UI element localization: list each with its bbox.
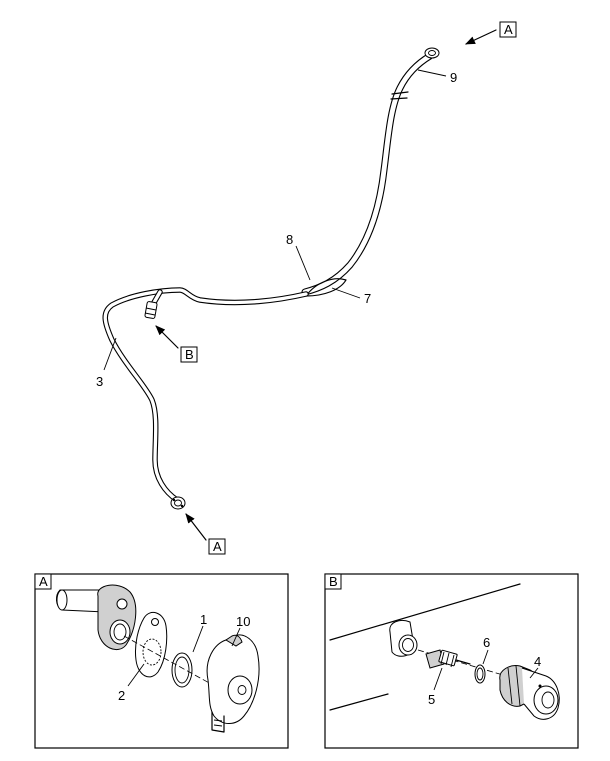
clamp-7 [305,278,347,297]
detail-a-pipe [56,589,109,613]
hose-8 [301,47,440,296]
o-ring-6 [474,664,486,684]
svg-text:A: A [213,539,222,554]
tube-end-fitting [170,496,186,510]
callout-1: 1 [200,612,207,627]
callout-5: 5 [428,692,435,707]
detail-panel-a: A [34,573,289,749]
switch-fitting [144,301,158,319]
view-ref-mid-left: B [155,325,198,363]
view-ref-bottom: A [185,513,226,555]
sensor-10 [206,634,260,733]
callout-6: 6 [483,635,490,650]
callout-9: 9 [450,70,457,85]
hose-end-fitting [424,47,440,59]
callout-10: 10 [236,614,250,629]
main-callouts: 9 8 7 3 [96,69,457,389]
detail-a-flange [97,584,137,650]
pressure-switch-4 [499,665,560,720]
callout-7: 7 [364,291,371,306]
gasket-2 [135,611,168,678]
detail-b-title: B [329,574,338,589]
callout-4: 4 [534,654,541,669]
o-ring-1 [171,652,193,688]
callout-2: 2 [118,688,125,703]
main-assembly: 9 8 7 3 A B A [96,21,517,555]
detail-a-title: A [39,574,48,589]
detail-panel-b: B [324,573,579,749]
view-ref-top-right: A [465,21,517,45]
tube-3 [102,287,309,510]
svg-text:A: A [504,22,513,37]
adapter-5 [425,649,471,669]
svg-text:B: B [185,347,194,362]
detail-b-tube [329,583,521,711]
callout-3: 3 [96,374,103,389]
callout-8: 8 [286,232,293,247]
